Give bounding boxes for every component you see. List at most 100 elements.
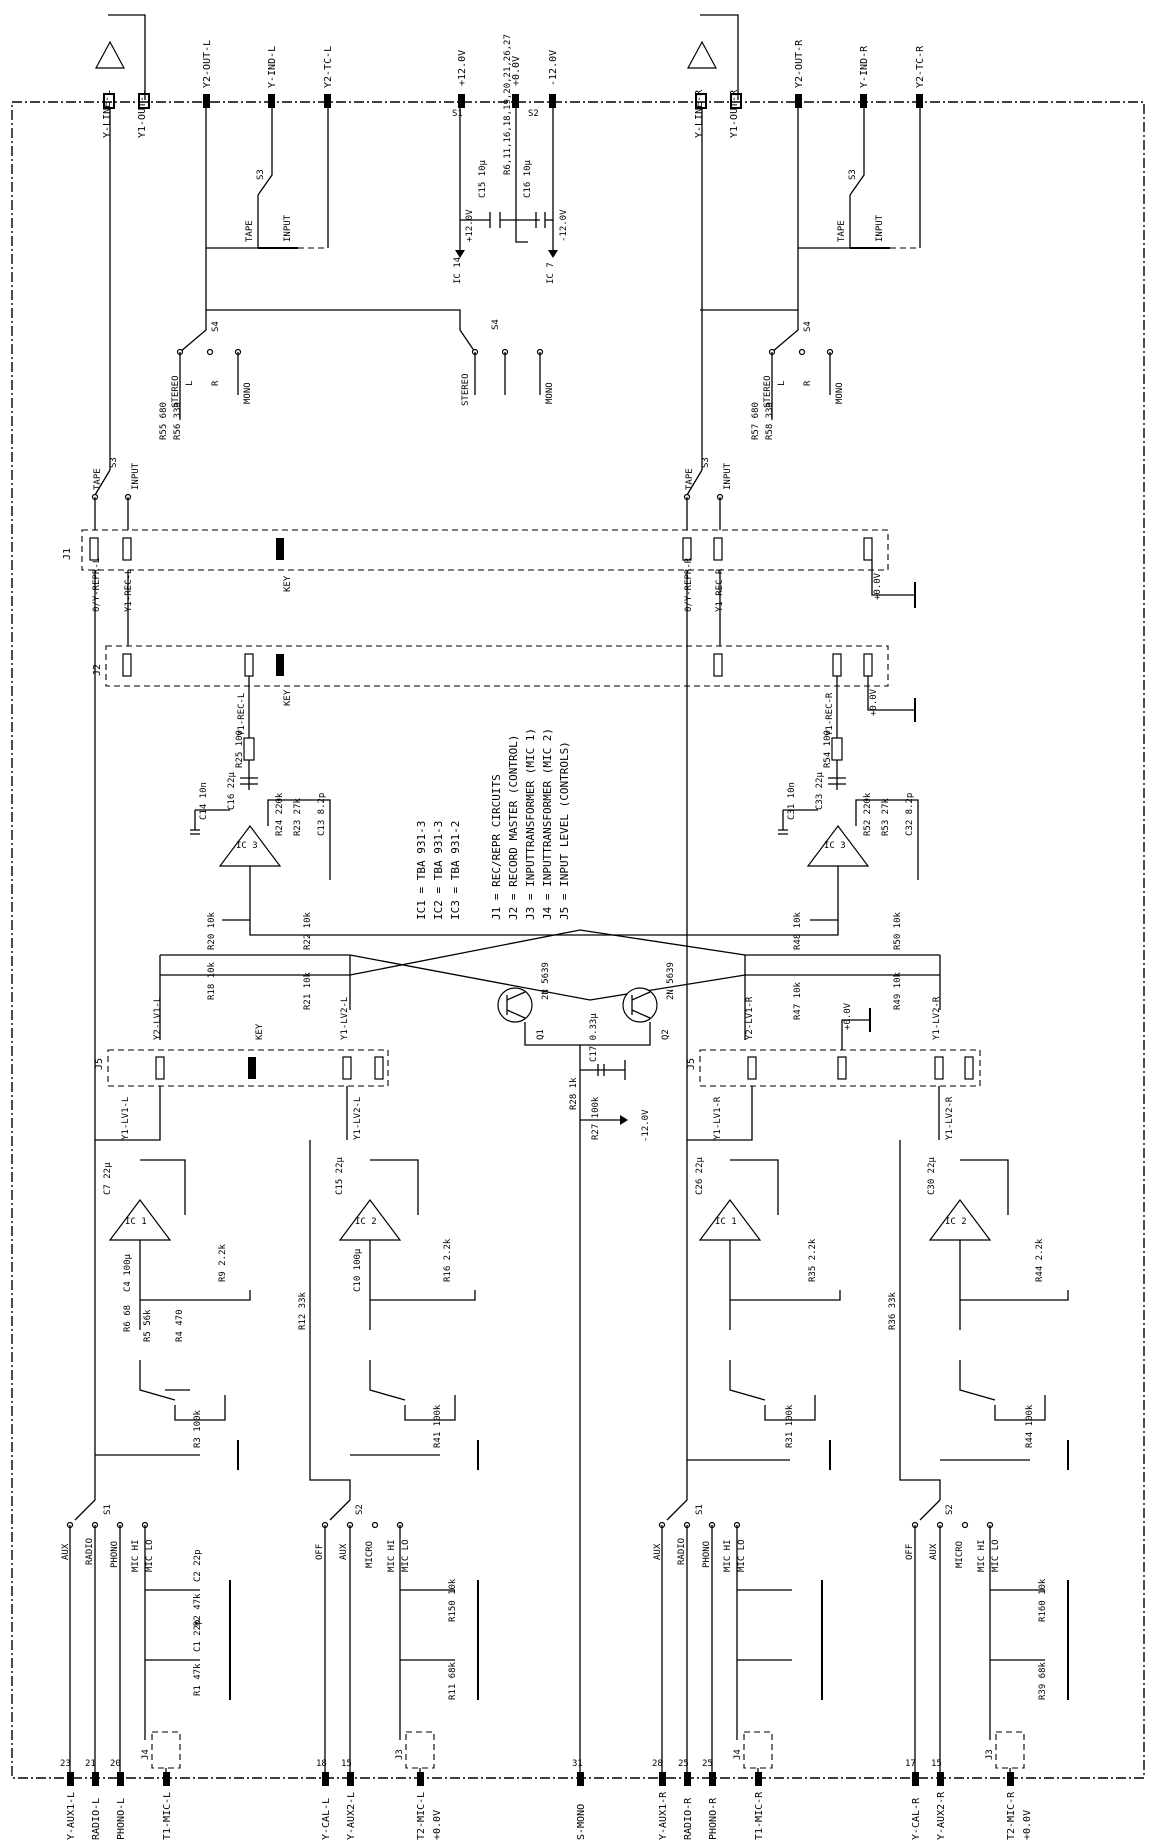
switch-label: MONO (835, 382, 845, 404)
switch-label: STEREO (461, 373, 471, 406)
wire (871, 560, 915, 596)
signal-label: Y1-LV1-R (713, 1096, 723, 1140)
pin-y2-tc-l-icon (324, 94, 331, 108)
pin-icon (755, 1772, 762, 1786)
pin-number: S1 (452, 109, 463, 119)
block-label: J3 (985, 1749, 995, 1760)
switch-lever (459, 329, 476, 353)
component-label: R25 100 (235, 730, 245, 768)
resistor-icon (831, 737, 843, 761)
component-label: R49 10k (893, 971, 903, 1010)
wire (994, 1395, 1046, 1421)
switch-label: TAPE (93, 468, 103, 490)
switch-label: INPUT (131, 462, 141, 490)
wire (841, 1019, 870, 1050)
switch-lever (94, 469, 111, 496)
j1-pin-icon (89, 537, 99, 561)
arrow-down-icon (548, 250, 558, 258)
connector-label: Y-AUX1-R (658, 1791, 669, 1840)
switch-contact-icon (206, 348, 214, 356)
buffer-amplifier-left-icon (94, 40, 126, 69)
component-label: R20 10k (207, 911, 217, 950)
j5-key-icon (248, 1057, 256, 1079)
switch-label: PHONO (702, 1541, 712, 1568)
j5-block-left: J5 KEY Y2-LV1-L Y1-LV2-L (94, 997, 389, 1087)
switch-label: KEY (283, 575, 293, 592)
wire (94, 646, 161, 1141)
switch-label: MIC HI (723, 1539, 733, 1572)
mono-bus-wire (524, 1022, 651, 1780)
signal-label: Y1-LV2-R (932, 996, 942, 1040)
connector-label: Y1-OUT-L (137, 90, 148, 138)
stereo-mono-switch-left: S4 STEREO L R MONO R55 680 R56 330 (159, 248, 461, 440)
wire (515, 108, 528, 243)
wire (899, 1140, 941, 1500)
signal-label: Y1-REC-R (825, 692, 835, 736)
ic-label: IC 2 (355, 1217, 377, 1227)
transistor-label: Q1 (536, 1029, 546, 1040)
signal-label: Y2-LV1-L (153, 997, 163, 1040)
component-label: R11 68k (448, 1661, 458, 1700)
switch-label: STEREO (763, 375, 773, 408)
tape-input-switch-top-right: S3 TAPE INPUT (797, 108, 921, 249)
switch-lever (771, 310, 799, 353)
pin-number: 15 (931, 1759, 942, 1769)
switch-label: TAPE (837, 220, 847, 242)
pin-icon (659, 1772, 666, 1786)
switch-label: MICRO (365, 1541, 375, 1568)
switch-label: MONO (545, 382, 555, 404)
pin-icon (92, 1772, 99, 1786)
j2-block: J2 KEY +0.0V (92, 570, 916, 722)
connector-label: S-MONO (576, 1804, 587, 1840)
fet-q1-icon (497, 987, 533, 1023)
switch-label: MIC LO (145, 1539, 155, 1572)
j1-pin-icon (682, 537, 692, 561)
wire (160, 954, 350, 976)
component-label: C32 8.2p (905, 793, 915, 836)
pin-icon (117, 1772, 124, 1786)
top-connector-group-mid: +12.0V +0.0V -12.0V S1 S2 (452, 50, 559, 119)
wire (810, 866, 839, 921)
block-label: J4 (733, 1749, 743, 1760)
switch-label: S3 (848, 169, 858, 180)
switch-label: KEY (283, 689, 293, 706)
j1-pin-icon (122, 537, 132, 561)
connector-label: Y-CAL-R (911, 1797, 922, 1840)
component-label: R52 220k (863, 792, 873, 836)
pin-number: S2 (528, 109, 539, 119)
pin-number: 17 (905, 1759, 916, 1769)
connector-label: Y-IND-L (267, 46, 278, 88)
j3-outline (405, 1731, 435, 1769)
component-label: R48 10k (793, 911, 803, 950)
pin-plus-12v-icon (458, 94, 465, 108)
stereo-mono-switch-mid: S4 STEREO MONO (459, 319, 555, 406)
ic2-stage-right: Y1-LV2-R C30 22µ IC 2 R44 2.2k R36 33k R… (888, 1086, 1069, 1500)
wire (797, 108, 872, 249)
fet-q2-icon (622, 987, 658, 1023)
component-label: R2 47k (193, 1593, 203, 1626)
j2-pin-icon (832, 653, 842, 677)
switch-label: RADIO (85, 1538, 95, 1565)
source-bias: C17 0.33µ R28 1k R27 100k -12.0V (569, 1013, 651, 1142)
switch-label: INPUT (283, 214, 293, 242)
legend-j-line: J3 = INPUTTRANSFORMER (MIC 1) (524, 728, 537, 920)
component-label: R57 680 (751, 402, 761, 440)
wire (69, 1525, 146, 1780)
bottom-connectors: 23 21 20 18 15 31 28 25 25 17 15 Y-AUX1-… (60, 1759, 1033, 1840)
connector-label: T1-MIC-L (162, 1792, 173, 1840)
connector-label: +12.0V (457, 50, 468, 86)
crossover-wire (349, 954, 746, 1001)
stereo-mono-switch-right: S4 STEREO L R MONO R57 680 R58 330 (700, 248, 845, 440)
switch-label: OFF (315, 1544, 325, 1560)
switch-contact-icon (371, 1521, 379, 1529)
j1-key-icon (276, 538, 284, 560)
gain-switch-icon (369, 1360, 406, 1401)
j3-outline (995, 1731, 1025, 1769)
ic3-stage-right: Y1-REC-R R54 100 C33 22µ IC 3 C31 10n R5… (778, 676, 919, 921)
component-label: R16 2.2k (443, 1238, 453, 1282)
wire (744, 955, 941, 1040)
buffer-feed-right (700, 14, 739, 100)
wire (914, 1525, 991, 1780)
transistor-type: 2N 5639 (666, 962, 676, 1000)
wire (145, 1589, 200, 1661)
